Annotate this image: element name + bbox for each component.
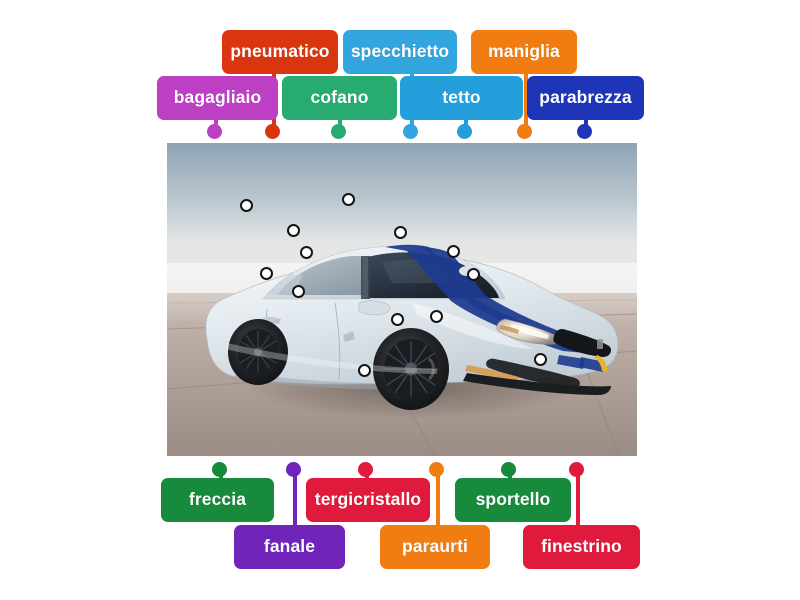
label-chip-tetto[interactable]: tetto [400, 76, 523, 120]
label-text: pneumatico [230, 41, 330, 62]
label-text: tergicristallo [314, 489, 422, 510]
connector-maniglia [524, 68, 528, 126]
label-text: maniglia [488, 41, 560, 62]
marker-dot[interactable] [292, 285, 305, 298]
knob-sportello[interactable] [501, 462, 516, 477]
knob-fanale[interactable] [286, 462, 301, 477]
label-text: parabrezza [539, 87, 632, 108]
knob-paraurti[interactable] [429, 462, 444, 477]
connector-fanale [293, 468, 297, 530]
label-chip-finestrino[interactable]: finestrino [523, 525, 640, 569]
label-text: fanale [263, 536, 316, 557]
marker-dot[interactable] [358, 364, 371, 377]
label-chip-sportello[interactable]: sportello [455, 478, 571, 522]
car-photo [167, 143, 637, 456]
marker-dot[interactable] [391, 313, 404, 326]
label-chip-pneumatico[interactable]: pneumatico [222, 30, 338, 74]
marker-dot[interactable] [240, 199, 253, 212]
marker-dot[interactable] [430, 310, 443, 323]
connector-parabrezza [584, 114, 588, 128]
label-text: paraurti [402, 536, 468, 557]
label-chip-parabrezza[interactable]: parabrezza [527, 76, 644, 120]
label-chip-fanale[interactable]: fanale [234, 525, 345, 569]
label-chip-tergicristallo[interactable]: tergicristallo [306, 478, 430, 522]
connector-bagagliaio [214, 114, 218, 128]
marker-dot[interactable] [287, 224, 300, 237]
connector-tetto [464, 114, 468, 128]
marker-dot[interactable] [447, 245, 460, 258]
marker-dot[interactable] [467, 268, 480, 281]
connector-finestrino [576, 468, 580, 530]
knob-freccia[interactable] [212, 462, 227, 477]
label-text: freccia [188, 489, 247, 510]
knob-parabrezza[interactable] [577, 124, 592, 139]
label-text: tetto [442, 87, 481, 108]
label-chip-bagagliaio[interactable]: bagagliaio [157, 76, 278, 120]
marker-dot[interactable] [534, 353, 547, 366]
marker-dot[interactable] [394, 226, 407, 239]
marker-dot[interactable] [342, 193, 355, 206]
label-chip-specchietto[interactable]: specchietto [343, 30, 457, 74]
knob-specchietto[interactable] [403, 124, 418, 139]
knob-cofano[interactable] [331, 124, 346, 139]
knob-tergicristallo[interactable] [358, 462, 373, 477]
label-text: cofano [310, 87, 369, 108]
label-text: finestrino [541, 536, 622, 557]
knob-tetto[interactable] [457, 124, 472, 139]
label-chip-freccia[interactable]: freccia [161, 478, 274, 522]
knob-pneumatico[interactable] [265, 124, 280, 139]
label-chip-paraurti[interactable]: paraurti [380, 525, 490, 569]
label-text: specchietto [350, 41, 450, 62]
connector-paraurti [436, 468, 440, 530]
marker-dot[interactable] [260, 267, 273, 280]
label-chip-cofano[interactable]: cofano [282, 76, 397, 120]
marker-dot[interactable] [300, 246, 313, 259]
label-text: bagagliaio [173, 87, 262, 108]
knob-finestrino[interactable] [569, 462, 584, 477]
knob-bagagliaio[interactable] [207, 124, 222, 139]
label-text: sportello [475, 489, 551, 510]
label-chip-maniglia[interactable]: maniglia [471, 30, 577, 74]
connector-cofano [338, 114, 342, 128]
knob-maniglia[interactable] [517, 124, 532, 139]
